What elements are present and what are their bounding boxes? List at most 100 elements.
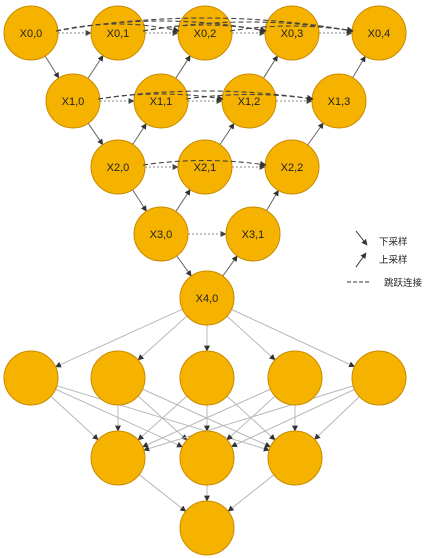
node-a4 bbox=[267, 350, 323, 406]
legend-upsample-label: 上采样 bbox=[379, 254, 408, 266]
dense-edge-X40-A4 bbox=[226, 315, 276, 361]
node-circle bbox=[179, 270, 235, 326]
node-label: X0,0 bbox=[20, 28, 43, 40]
node-label: X0,4 bbox=[368, 28, 391, 40]
node-b3 bbox=[267, 430, 323, 486]
node-label: X2,2 bbox=[281, 162, 304, 174]
dense-edge-A5-B3 bbox=[314, 396, 360, 440]
downsample-edge-X10-X20 bbox=[87, 123, 104, 146]
node-a3 bbox=[179, 350, 235, 406]
node-x13: X1,3 bbox=[311, 73, 367, 129]
dense-edge-A1-B2 bbox=[55, 388, 183, 448]
nodes-group: X0,0 X0,1 X0,2 X0,3 X0,4X1,0 X1,1 X1,2 X1,3X2,0… bbox=[3, 5, 407, 556]
node-x00: X0,0 bbox=[3, 5, 59, 61]
upsample-edge-X40-X31 bbox=[222, 255, 238, 277]
downsample-edge-X30-X40 bbox=[176, 255, 192, 277]
node-circle bbox=[133, 206, 189, 262]
dense-edge-X40-A2 bbox=[137, 315, 188, 361]
legend-skip-label: 跳跃连接 bbox=[384, 277, 423, 289]
node-c1 bbox=[179, 500, 235, 556]
upsample-edge-X21-X12 bbox=[219, 122, 235, 145]
node-a1 bbox=[3, 350, 59, 406]
node-x02: X0,2 bbox=[177, 5, 233, 61]
node-circle bbox=[177, 5, 233, 61]
node-circle bbox=[267, 350, 323, 406]
node-circle bbox=[179, 350, 235, 406]
node-x12: X1,2 bbox=[221, 73, 277, 129]
dense-edge-A3-B1 bbox=[137, 395, 188, 441]
upsample-edge-X20-X11 bbox=[132, 123, 147, 145]
node-x01: X0,1 bbox=[90, 5, 146, 61]
upsample-edge-X31-X22 bbox=[266, 189, 279, 211]
node-circle bbox=[3, 350, 59, 406]
downsample-edge-X20-X30 bbox=[132, 189, 147, 212]
node-label: X1,3 bbox=[328, 96, 351, 108]
node-x20: X2,0 bbox=[90, 139, 146, 195]
node-circle bbox=[177, 139, 233, 195]
node-a2 bbox=[90, 350, 146, 406]
dense-edge-X40-A1 bbox=[55, 308, 183, 368]
node-x31: X3,1 bbox=[225, 206, 281, 262]
skip-connection-X01-X04 bbox=[142, 21, 354, 34]
node-x04: X0,4 bbox=[351, 5, 407, 61]
node-label: X4,0 bbox=[196, 293, 219, 305]
lateral-edges-group bbox=[58, 30, 353, 237]
node-circle bbox=[179, 500, 235, 556]
node-label: X0,1 bbox=[107, 28, 130, 40]
node-circle bbox=[351, 350, 407, 406]
dense-edge-A4-B1 bbox=[142, 388, 271, 448]
node-x22: X2,2 bbox=[264, 139, 320, 195]
upsample-edge-X13-X04 bbox=[352, 55, 366, 78]
node-circle bbox=[45, 73, 101, 129]
node-label: X1,1 bbox=[150, 96, 173, 108]
upsample-edge-X30-X21 bbox=[175, 189, 191, 212]
upsample-edge-X12-X03 bbox=[263, 55, 278, 79]
node-label: X2,0 bbox=[107, 162, 130, 174]
node-x40: X4,0 bbox=[179, 270, 235, 326]
legend: 下采样 上采样 跳跃连接 bbox=[347, 230, 423, 289]
node-circle bbox=[179, 430, 235, 486]
node-circle bbox=[133, 73, 189, 129]
node-circle bbox=[90, 5, 146, 61]
node-a5 bbox=[351, 350, 407, 406]
upsample-edge-X10-X01 bbox=[87, 55, 104, 79]
dense-edge-A4-B2 bbox=[226, 395, 276, 441]
dense-edge-A1-B1 bbox=[50, 395, 99, 441]
dense-edge-A5-B2 bbox=[230, 388, 355, 448]
node-circle bbox=[267, 430, 323, 486]
node-label: X3,1 bbox=[242, 229, 265, 241]
node-label: X0,3 bbox=[281, 28, 304, 40]
node-b1 bbox=[90, 430, 146, 486]
dense-edge-B1-C1 bbox=[138, 474, 187, 512]
node-x21: X2,1 bbox=[177, 139, 233, 195]
dense-edge-X40-A5 bbox=[231, 308, 356, 368]
upsample-edge-X22-X13 bbox=[307, 122, 324, 146]
node-circle bbox=[90, 350, 146, 406]
legend-downsample-icon bbox=[355, 230, 368, 246]
node-circle bbox=[90, 139, 146, 195]
node-x30: X3,0 bbox=[133, 206, 189, 262]
node-x03: X0,3 bbox=[264, 5, 320, 61]
upsample-edge-X11-X02 bbox=[175, 55, 191, 79]
node-b2 bbox=[179, 430, 235, 486]
node-label: X3,0 bbox=[150, 229, 173, 241]
node-label: X2,1 bbox=[194, 162, 217, 174]
node-circle bbox=[225, 206, 281, 262]
downsample-edge-X00-X10 bbox=[44, 55, 60, 79]
legend-upsample-icon bbox=[355, 252, 367, 268]
skip-connection-X11-X13 bbox=[185, 93, 314, 102]
node-x10: X1,0 bbox=[45, 73, 101, 129]
dense-edge-A5-B1 bbox=[143, 385, 354, 452]
sampling-edges-group bbox=[44, 55, 366, 277]
node-circle bbox=[90, 430, 146, 486]
node-label: X1,2 bbox=[238, 96, 261, 108]
dense-edges-group bbox=[50, 308, 360, 512]
node-x11: X1,1 bbox=[133, 73, 189, 129]
node-label: X0,2 bbox=[194, 28, 217, 40]
skip-connection-X10-X13 bbox=[97, 90, 314, 102]
dense-edge-B3-C1 bbox=[227, 474, 275, 512]
skip-connections-group bbox=[55, 17, 354, 168]
node-label: X1,0 bbox=[62, 96, 85, 108]
node-circle bbox=[3, 5, 59, 61]
